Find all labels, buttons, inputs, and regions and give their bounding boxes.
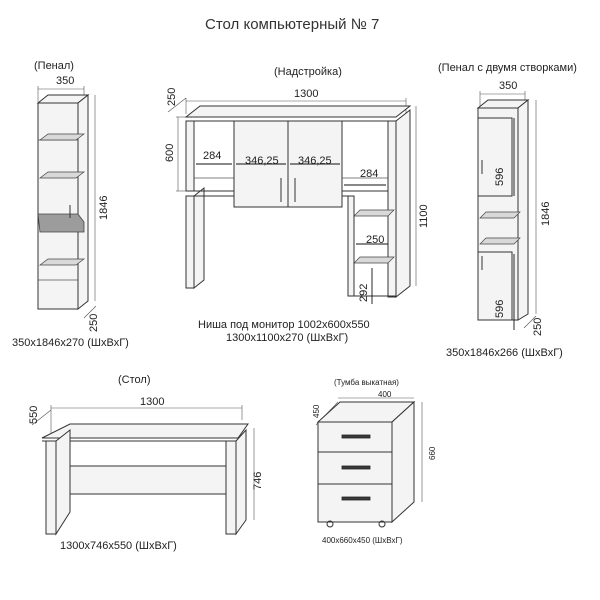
penal-drawing: [36, 86, 97, 319]
desk-height: 746: [252, 471, 264, 490]
penal2-shelf: [479, 211, 521, 219]
pedestal-front: [317, 421, 393, 523]
penal-shelf: [38, 171, 86, 179]
penal-label: (Пенал): [34, 60, 74, 72]
penal2-drawing: [476, 91, 537, 330]
penal-depth: 250: [88, 313, 100, 332]
pedestal-wheel: [378, 520, 386, 528]
ss-height: 600: [164, 143, 176, 162]
pedestal-height: 660: [428, 446, 437, 460]
desk-modesty-panel: [69, 465, 227, 495]
penal-depth-line: [83, 305, 97, 319]
penal2-width: 350: [499, 80, 518, 92]
desk-top: [41, 423, 249, 439]
ss-sec-a: 284: [203, 150, 222, 162]
penal-side: [77, 93, 89, 311]
pedestal-wheel: [326, 520, 334, 528]
penal-size: 350х1846х270 (ШхВхГ): [12, 337, 129, 349]
penal2-door-bottom: 596: [494, 299, 506, 318]
desk-right-leg: [225, 440, 237, 535]
pedestal-side: [391, 400, 415, 524]
penal2-door-top: 596: [494, 167, 506, 186]
desk-depth: 550: [28, 405, 40, 424]
desk-label: (Стол): [118, 374, 151, 386]
penal2-shelf: [479, 237, 521, 245]
pedestal-label: (Тумба выкатная): [334, 378, 399, 387]
pedestal-depth: 450: [312, 404, 321, 418]
pedestal-handle: [341, 496, 371, 501]
penal-width: 350: [56, 75, 75, 87]
ss-niche-shelf: [353, 256, 395, 264]
desk-right-leg-side: [235, 428, 247, 536]
desk-left-leg: [45, 440, 57, 535]
page-title: Стол компьютерный № 7: [205, 16, 380, 33]
ss-inner-side: [347, 195, 355, 297]
pedestal-handle: [341, 465, 371, 470]
ss-sec-d: 284: [360, 168, 379, 180]
ss-left-leg-side: [193, 186, 205, 290]
ss-total-height: 1100: [418, 204, 430, 228]
ss-top: [184, 105, 412, 118]
desk-drawing: [31, 405, 255, 536]
penal2-door-bottom: [477, 251, 513, 321]
penal-shelf: [38, 258, 86, 266]
desk-depth-line: [31, 409, 52, 426]
penal2-depth: 250: [532, 317, 544, 336]
ss-left-leg: [185, 195, 195, 289]
ss-label: (Надстройка): [274, 66, 342, 78]
pedestal-drawing: [315, 397, 423, 528]
ss-sec-b: 346,25: [245, 155, 279, 167]
penal2-door-top: [477, 117, 513, 197]
penal2-side: [517, 98, 529, 321]
ss-size: 1300х1100х270 (ШхВхГ): [226, 332, 349, 344]
penal2-size: 350х1846х266 (ШхВхГ): [446, 347, 563, 359]
desk-left-leg-side: [55, 428, 71, 536]
ss-depth-line: [167, 97, 187, 113]
ss-right-side: [387, 120, 397, 298]
pedestal-size: 400х660х450 (ШхВхГ): [322, 536, 403, 545]
ss-niche-height: 292: [358, 283, 370, 302]
ss-niche-caption: Ниша под монитор 1002х600х550: [198, 319, 370, 331]
penal2-label: (Пенал с двумя створками): [438, 62, 577, 74]
ss-niche-shelf: [353, 209, 395, 217]
ss-width: 1300: [294, 88, 319, 100]
penal2-depth-line: [523, 315, 537, 329]
ss-right-side-depth: [395, 108, 411, 299]
ss-sec-c: 346,25: [298, 155, 332, 167]
penal-shelf: [38, 133, 86, 141]
superstructure-drawing: [167, 97, 417, 304]
ss-depth: 250: [166, 87, 178, 106]
penal-height: 1846: [98, 195, 110, 220]
penal2-height: 1846: [540, 201, 552, 226]
ss-left-side: [185, 120, 195, 192]
pedestal-handle: [341, 434, 371, 439]
pedestal-width: 400: [378, 390, 392, 399]
desk-size: 1300х746х550 (ШхВхГ): [60, 540, 177, 552]
penal-glass-door: [37, 213, 85, 233]
desk-width: 1300: [140, 396, 165, 408]
ss-shelf-width: 250: [366, 234, 385, 246]
